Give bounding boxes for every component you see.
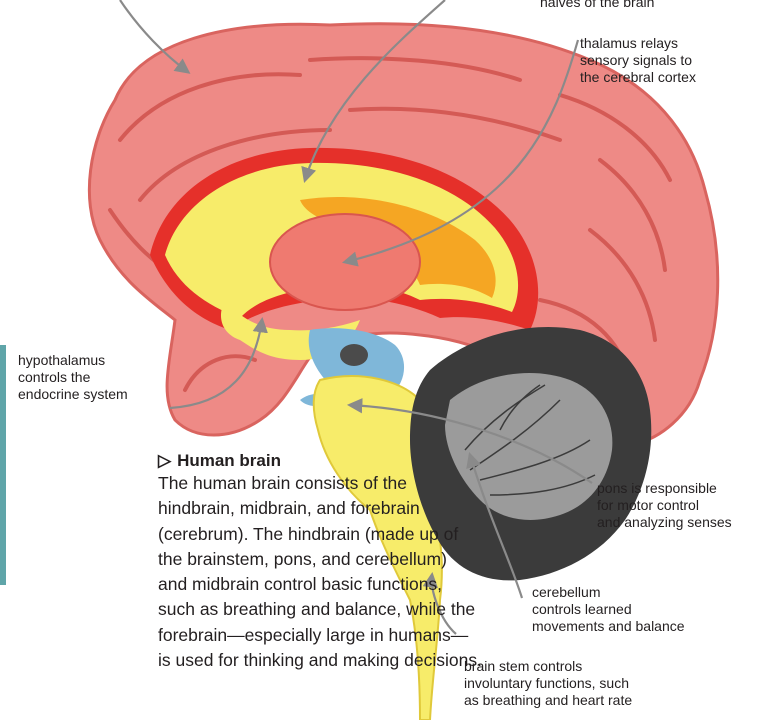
pons-label-line: for motor control bbox=[597, 497, 732, 514]
caption-line: is used for thinking and making decision… bbox=[158, 648, 498, 673]
pons-label-line: and analyzing senses bbox=[597, 514, 732, 531]
hypothalamus-label-line: hypothalamus bbox=[18, 352, 128, 369]
caption-line: The human brain consists of the bbox=[158, 471, 498, 496]
caption-body: The human brain consists of the hindbrai… bbox=[158, 471, 498, 673]
thalamus-label: thalamus relays sensory signals to the c… bbox=[580, 35, 696, 86]
brain-stem-label-line: involuntary functions, such bbox=[464, 675, 632, 692]
caption-title: ▷ Human brain bbox=[158, 451, 281, 471]
caption-line: the brainstem, pons, and cerebellum) bbox=[158, 547, 498, 572]
caption-line: such as breathing and balance, while the bbox=[158, 597, 498, 622]
thalamus-label-line: the cerebral cortex bbox=[580, 69, 696, 86]
caption-title-text: Human brain bbox=[177, 451, 281, 470]
cerebellum-label-line: controls learned bbox=[532, 601, 685, 618]
caption-line: and midbrain control basic functions, bbox=[158, 572, 498, 597]
cerebellum-label: cerebellum controls learned movements an… bbox=[532, 584, 685, 635]
thalamus-label-line: thalamus relays bbox=[580, 35, 696, 52]
cerebellum-label-line: cerebellum bbox=[532, 584, 685, 601]
hypothalamus-label: hypothalamus controls the endocrine syst… bbox=[18, 352, 128, 403]
caption-line: hindbrain, midbrain, and forebrain bbox=[158, 496, 498, 521]
pituitary-gland bbox=[340, 344, 368, 366]
brain-stem-label-line: as breathing and heart rate bbox=[464, 692, 632, 709]
thalamus-label-line: sensory signals to bbox=[580, 52, 696, 69]
pons-label: pons is responsible for motor control an… bbox=[597, 480, 732, 531]
top-right-label-fragment: halves of the brain bbox=[540, 0, 654, 11]
caption-marker-icon: ▷ bbox=[158, 451, 171, 471]
hypothalamus-label-line: endocrine system bbox=[18, 386, 128, 403]
hypothalamus-label-line: controls the bbox=[18, 369, 128, 386]
caption-line: forebrain—especially large in humans— bbox=[158, 623, 498, 648]
cerebellum-label-line: movements and balance bbox=[532, 618, 685, 635]
pons-label-line: pons is responsible bbox=[597, 480, 732, 497]
caption-line: (cerebrum). The hindbrain (made up of bbox=[158, 522, 498, 547]
